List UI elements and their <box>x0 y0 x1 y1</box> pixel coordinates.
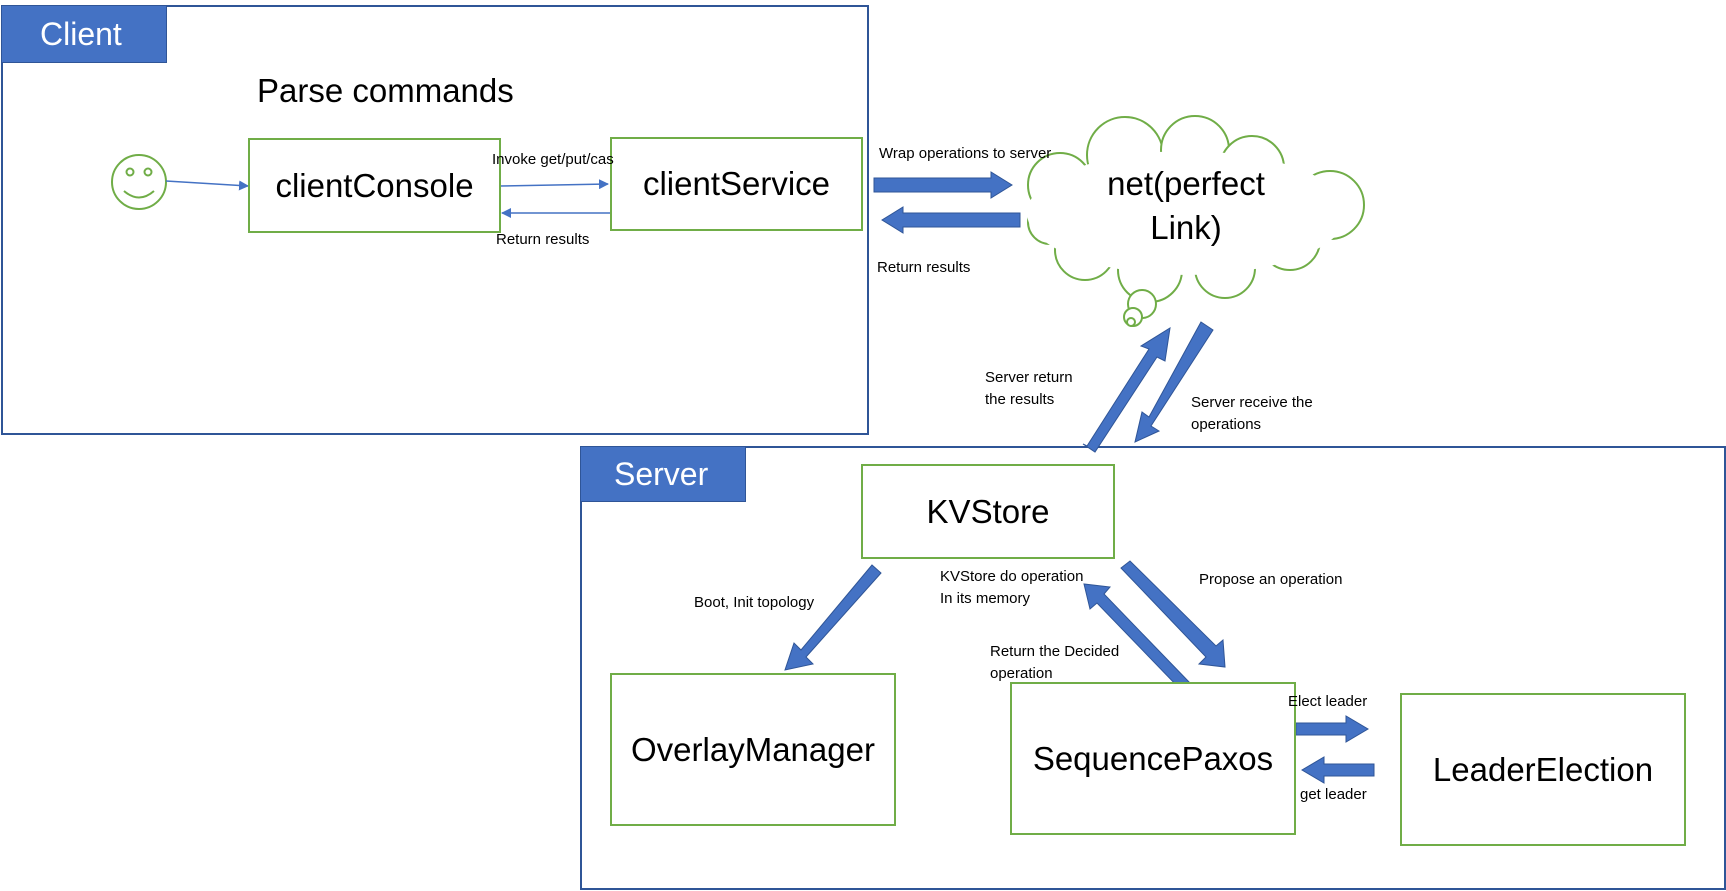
kvstore-do-line2: In its memory <box>940 590 1031 607</box>
net-label-line1: net(perfect <box>1107 165 1265 202</box>
sequence-paxos-box[interactable]: SequencePaxos <box>1010 682 1296 835</box>
server-receive-line2: operations <box>1191 416 1262 433</box>
server-receive-label: Server receive the operations <box>1191 392 1313 436</box>
server-return-arrow <box>1082 327 1171 453</box>
return-decided-label: Return the Decided operation <box>990 641 1119 685</box>
client-region <box>1 5 869 435</box>
client-service-box[interactable]: clientService <box>610 137 863 231</box>
leader-election-box[interactable]: LeaderElection <box>1400 693 1686 846</box>
return-decided-line1: Return the Decided <box>990 643 1120 660</box>
overlay-manager-box[interactable]: OverlayManager <box>610 673 896 826</box>
kvstore-do-line1: KVStore do operation <box>940 568 1084 585</box>
wrap-operations-label: Wrap operations to server <box>879 145 1052 162</box>
client-console-box[interactable]: clientConsole <box>248 138 501 233</box>
server-return-line2: the results <box>985 391 1055 408</box>
server-receive-arrow <box>1134 321 1214 443</box>
return-decided-line2: operation <box>990 665 1053 682</box>
get-leader-label: get leader <box>1300 786 1367 803</box>
client-tag: Client <box>1 5 167 63</box>
server-return-line1: Server return <box>985 369 1073 386</box>
net-return-label: Return results <box>877 259 971 276</box>
boot-init-label: Boot, Init topology <box>694 594 815 611</box>
invoke-label: Invoke get/put/cas <box>492 151 614 168</box>
server-region <box>580 446 1726 890</box>
server-return-label: Server return the results <box>985 367 1073 411</box>
return-decided-arrow <box>1083 583 1190 690</box>
server-tag: Server <box>580 446 746 502</box>
parse-commands-heading: Parse commands <box>257 72 514 109</box>
net-cloud-icon <box>1027 115 1365 327</box>
invoke-arrow <box>499 179 609 190</box>
elect-leader-label: Elect leader <box>1288 693 1368 710</box>
boot-init-arrow <box>784 564 882 671</box>
kvstore-do-label: KVStore do operation In its memory <box>940 566 1083 610</box>
return-results-arrow <box>881 206 1021 234</box>
user-to-console-arrow <box>165 180 249 191</box>
wrap-operations-arrow <box>873 171 1013 199</box>
propose-label: Propose an operation <box>1199 571 1343 588</box>
elect-leader-arrow <box>1295 715 1369 743</box>
kvstore-box[interactable]: KVStore <box>861 464 1115 559</box>
net-label-line2: Link) <box>1150 209 1222 246</box>
client-return-label: Return results <box>496 231 590 248</box>
user-smiley-icon <box>111 154 167 210</box>
propose-operation-arrow <box>1120 560 1226 668</box>
get-leader-arrow <box>1301 756 1375 784</box>
server-receive-line1: Server receive the <box>1191 394 1313 411</box>
net-label: net(perfect Link) <box>1080 162 1292 250</box>
